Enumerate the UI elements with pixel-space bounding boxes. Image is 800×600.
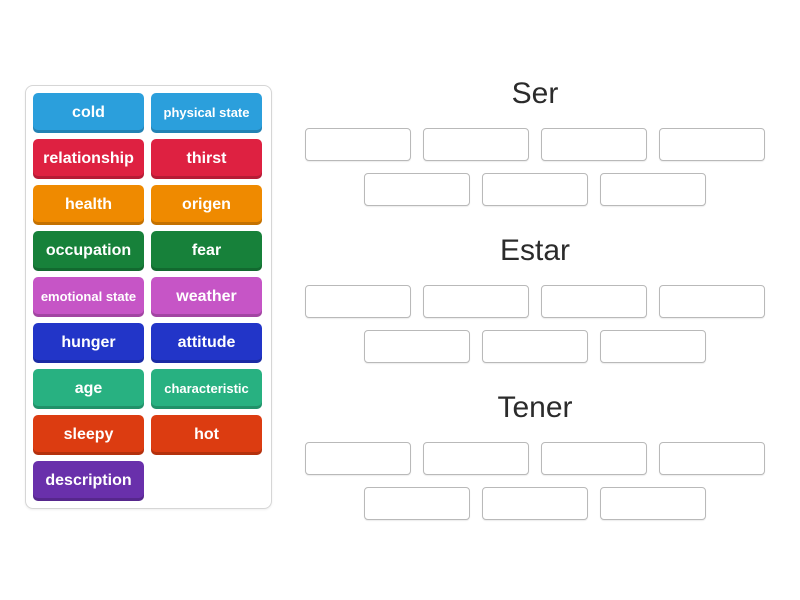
tile-cold[interactable]: cold xyxy=(33,93,144,133)
drop-slot[interactable] xyxy=(600,330,706,363)
drop-slot[interactable] xyxy=(364,487,470,520)
drop-slot[interactable] xyxy=(482,487,588,520)
slot-row xyxy=(280,442,790,475)
tile-occupation[interactable]: occupation xyxy=(33,231,144,271)
drop-slot[interactable] xyxy=(659,128,765,161)
tile-hot[interactable]: hot xyxy=(151,415,262,455)
tile-description[interactable]: description xyxy=(33,461,144,501)
group-estar: Estar xyxy=(280,233,790,363)
group-tener: Tener xyxy=(280,390,790,520)
drop-slot[interactable] xyxy=(423,128,529,161)
drop-slot[interactable] xyxy=(482,330,588,363)
tile-age[interactable]: age xyxy=(33,369,144,409)
slot-row xyxy=(280,285,790,318)
drop-slot[interactable] xyxy=(305,128,411,161)
drop-slot[interactable] xyxy=(541,128,647,161)
tile-health[interactable]: health xyxy=(33,185,144,225)
drop-slot[interactable] xyxy=(659,285,765,318)
tile-sleepy[interactable]: sleepy xyxy=(33,415,144,455)
drop-slot[interactable] xyxy=(364,330,470,363)
group-title: Tener xyxy=(497,391,573,424)
slot-row xyxy=(280,173,790,206)
drop-slot[interactable] xyxy=(541,442,647,475)
group-title: Estar xyxy=(499,234,571,267)
group-ser: Ser xyxy=(280,76,790,206)
drop-slot[interactable] xyxy=(423,442,529,475)
drop-slot[interactable] xyxy=(600,487,706,520)
tile-attitude[interactable]: attitude xyxy=(151,323,262,363)
tile-relationship[interactable]: relationship xyxy=(33,139,144,179)
tile-origen[interactable]: origen xyxy=(151,185,262,225)
slot-row xyxy=(280,487,790,520)
tile-fear[interactable]: fear xyxy=(151,231,262,271)
group-title: Ser xyxy=(511,77,559,110)
drop-slot[interactable] xyxy=(423,285,529,318)
drop-slot[interactable] xyxy=(541,285,647,318)
tile-characteristic[interactable]: characteristic xyxy=(151,369,262,409)
drop-slot[interactable] xyxy=(600,173,706,206)
drop-slot[interactable] xyxy=(482,173,588,206)
drop-slot[interactable] xyxy=(364,173,470,206)
tile-weather[interactable]: weather xyxy=(151,277,262,317)
tile-hunger[interactable]: hunger xyxy=(33,323,144,363)
slot-row xyxy=(280,330,790,363)
drop-slot[interactable] xyxy=(305,285,411,318)
slot-row xyxy=(280,128,790,161)
drop-slot[interactable] xyxy=(659,442,765,475)
drop-slot[interactable] xyxy=(305,442,411,475)
tile-thirst[interactable]: thirst xyxy=(151,139,262,179)
tile-physical-state[interactable]: physical state xyxy=(151,93,262,133)
tile-emotional-state[interactable]: emotional state xyxy=(33,277,144,317)
